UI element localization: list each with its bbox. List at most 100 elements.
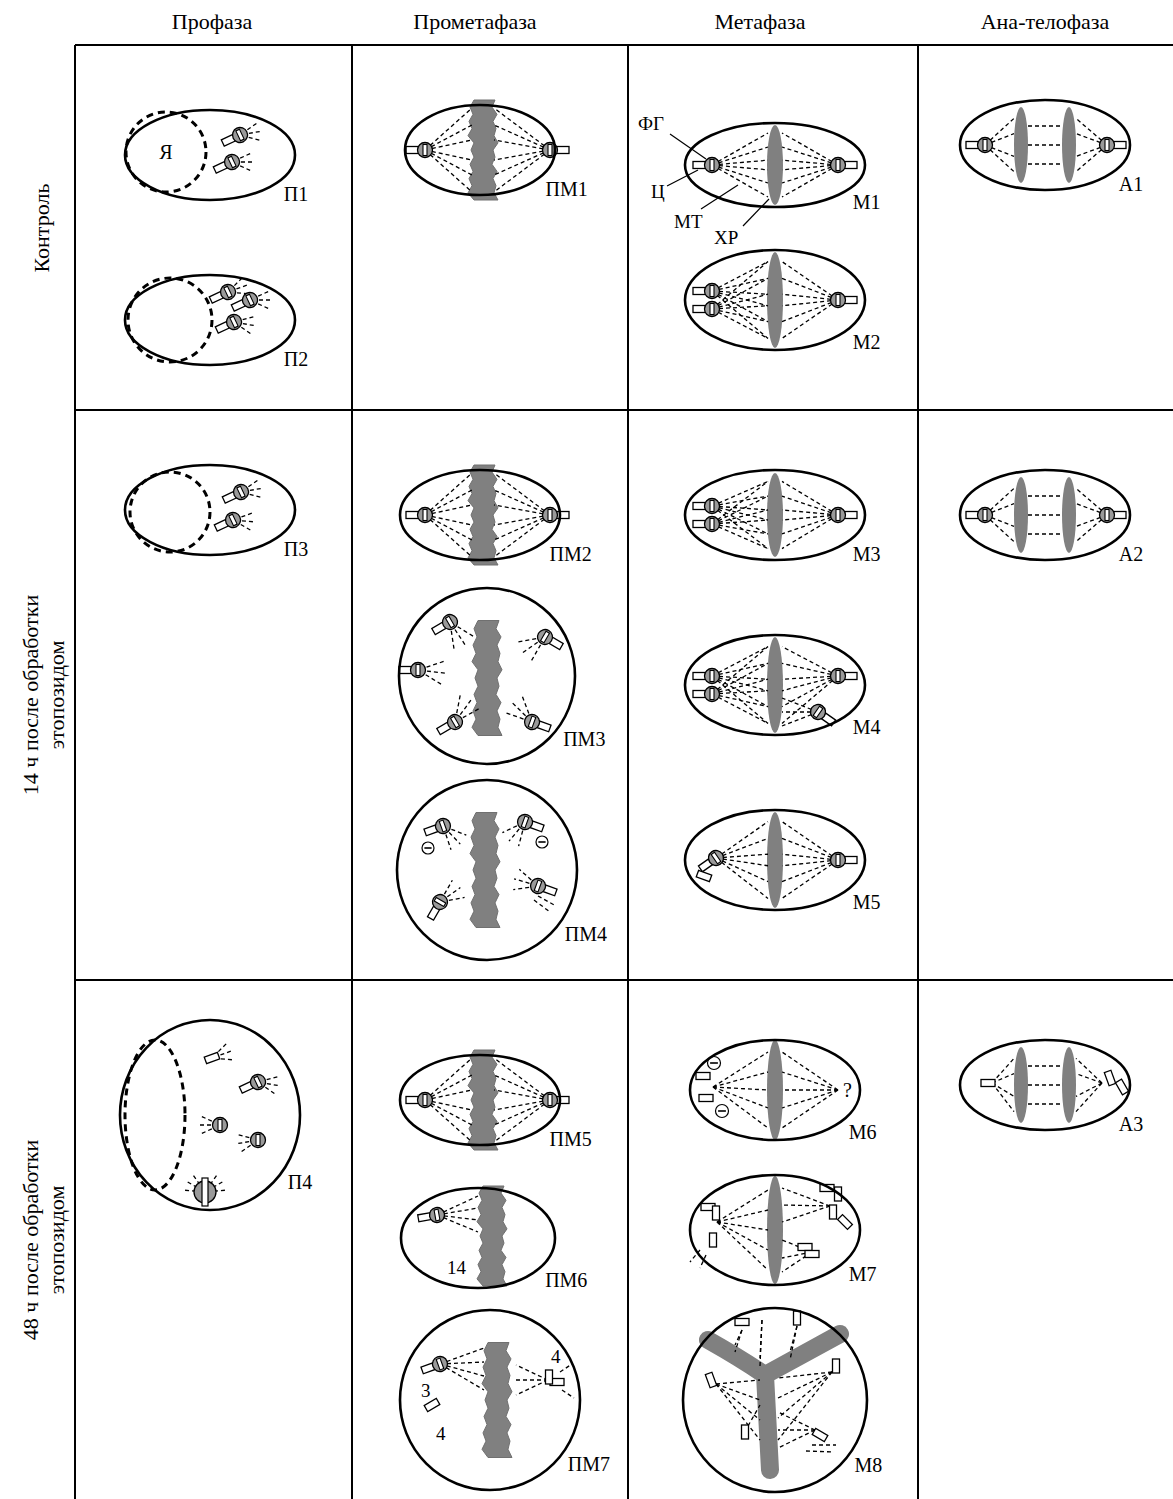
cell-shape	[958, 468, 1132, 562]
callout-label: ХР	[714, 227, 738, 250]
pericentriolar-material	[831, 293, 846, 308]
microtubule-line	[267, 1077, 279, 1080]
centriole-symbol	[696, 870, 712, 881]
centrosome-symbol	[543, 1093, 570, 1108]
centriole	[983, 140, 987, 151]
cell-label: П3	[284, 538, 308, 560]
cell-shape	[683, 248, 867, 352]
cell-membrane	[690, 1175, 860, 1285]
microtubule-line	[992, 1083, 1014, 1112]
pericentriolar-material	[831, 508, 846, 523]
centriole	[246, 294, 254, 306]
cell-label: М1	[853, 191, 881, 213]
centrosome-symbol	[399, 663, 426, 678]
centriole	[713, 1206, 720, 1220]
pericentriolar-material	[230, 125, 250, 145]
cell-outline: ПМ4	[395, 778, 579, 962]
microtubule-line	[716, 1384, 760, 1440]
centriole	[710, 160, 714, 171]
cell-label: ПМ7	[568, 1453, 610, 1475]
chromosome-mass	[472, 621, 502, 736]
centriole	[1105, 510, 1109, 521]
centrosome-symbol	[808, 702, 838, 729]
centrosome-symbol	[220, 125, 250, 150]
nucleus-outline	[128, 278, 212, 362]
centrosome-symbol	[693, 669, 720, 684]
microtubule-line	[713, 1087, 768, 1128]
chromosome-plate	[767, 252, 783, 348]
centrosome-symbol	[238, 1072, 268, 1097]
microtubule-line	[494, 505, 550, 515]
microtubule-line	[560, 1364, 572, 1372]
chromosome-mass	[470, 813, 500, 928]
centriole	[434, 898, 446, 907]
chromosome-plate	[767, 1040, 783, 1140]
chromosome-mass	[468, 1050, 498, 1150]
cell-outline: А3	[958, 1038, 1132, 1132]
pericentriolar-material	[808, 702, 829, 723]
callout-label: ?	[843, 1078, 852, 1102]
centrosome-symbol	[535, 627, 565, 653]
microtubule-line	[1076, 1083, 1102, 1112]
fragment-bar	[538, 841, 545, 843]
grid-line	[75, 979, 1173, 981]
centrosome-symbol	[693, 302, 720, 317]
row-header: Контроль	[29, 118, 55, 338]
callout-label: Я	[146, 140, 186, 164]
chromosome-plate	[767, 637, 783, 733]
centriole	[423, 145, 427, 156]
cell-membrane	[401, 1188, 555, 1288]
centriole-symbol	[713, 1206, 720, 1220]
microtubule-line	[258, 304, 269, 309]
cell-shape	[681, 1306, 869, 1494]
microtubule-line	[513, 887, 529, 889]
pericentriolar-material	[251, 1133, 266, 1148]
microtubule-line	[240, 152, 253, 158]
microtubule-line	[782, 1205, 830, 1206]
pericentriolar-material	[528, 876, 547, 895]
microtubule-line	[782, 647, 838, 676]
microtubule-line	[238, 1135, 250, 1138]
centriole-symbol	[830, 1205, 837, 1219]
microtubule-line	[778, 1372, 832, 1398]
pericentriolar-material	[831, 853, 846, 868]
microtubule-line	[712, 524, 768, 549]
microtubule-line	[712, 496, 768, 524]
microtubule-line	[782, 676, 838, 707]
pericentriolar-material	[705, 284, 720, 299]
centriole	[434, 1209, 440, 1221]
microtubule-line	[250, 488, 262, 490]
microtubule-line	[248, 480, 258, 487]
row-header: 14 ч после обработки этопозидом	[18, 575, 71, 815]
centriole-symbol	[794, 1311, 801, 1325]
microtubule-line	[782, 496, 838, 515]
pericentriolar-material	[978, 138, 993, 153]
cell-outline: ПМ3	[397, 586, 577, 766]
microtubule-line	[449, 833, 460, 845]
cell-outline: ПМ2	[398, 468, 562, 562]
microtubule-line	[712, 676, 768, 723]
microtubule-line	[782, 300, 838, 338]
centriole	[236, 129, 244, 141]
microtubule-line	[463, 709, 479, 718]
microtubule-line	[712, 694, 768, 707]
centriole	[794, 1311, 801, 1325]
centriole	[548, 145, 552, 156]
microtubule-line	[782, 676, 838, 691]
centriole	[696, 1073, 710, 1080]
centriole	[423, 510, 427, 521]
microtubule-line	[532, 645, 541, 661]
microtubule-line	[790, 1326, 797, 1360]
cell-membrane	[685, 250, 865, 350]
microtubule-line	[562, 1390, 574, 1398]
centriole	[836, 295, 840, 306]
chromosome-plate	[767, 1176, 783, 1284]
microtubule-line	[712, 262, 768, 291]
microtubule-line	[782, 854, 838, 860]
centrosome-symbol	[406, 143, 433, 158]
cell-outline: ПМ1	[403, 103, 557, 197]
microtubule-line	[782, 1089, 838, 1090]
cell-membrane	[400, 1055, 560, 1145]
fragment-bar	[718, 1110, 726, 1112]
grid-line	[627, 45, 629, 1499]
